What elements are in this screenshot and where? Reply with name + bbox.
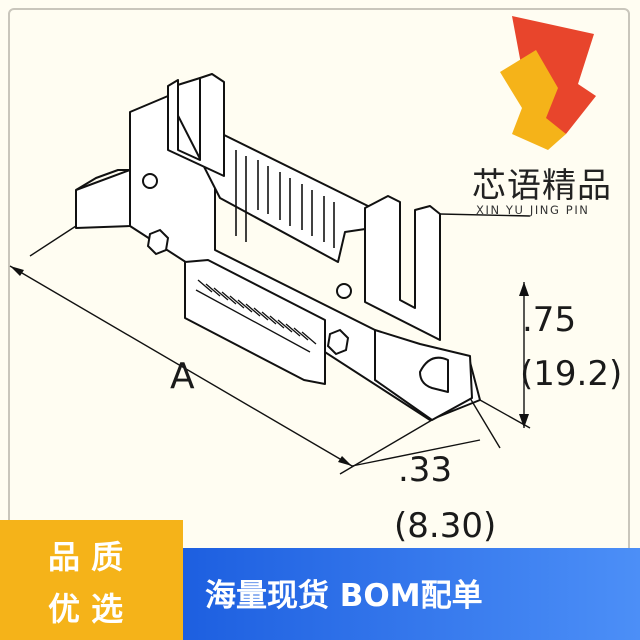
left-end-block <box>75 169 131 229</box>
hex-nut-left <box>146 228 170 256</box>
dim-depth-inch: .33 <box>398 450 453 490</box>
dim-depth-line <box>351 439 481 467</box>
promo-banner-text: 海量现货 BOM配单 <box>205 578 483 614</box>
brand-name-en: XIN YU JING PIN <box>476 203 590 217</box>
promo-banner: 海量现货 BOM配单 <box>183 548 640 640</box>
dim-depth-mm: (8.30) <box>394 506 497 546</box>
quality-line-2: 优 选 <box>48 590 124 628</box>
brand-name-cn: 芯语精品 <box>472 166 612 206</box>
mounting-slot <box>419 356 449 393</box>
left-latch-tower <box>167 73 225 177</box>
hole-left <box>142 173 158 189</box>
right-latch-tower <box>364 195 441 341</box>
hole-right <box>336 283 352 299</box>
hex-nut-right <box>326 328 350 356</box>
quality-badge: 品 质 优 选 <box>0 520 183 640</box>
contacts-front <box>195 279 317 353</box>
dim-length-label: A <box>170 356 195 397</box>
dim-a-line <box>9 265 353 467</box>
pin-row-top <box>235 150 335 248</box>
dim-height-inch: .75 <box>522 300 577 340</box>
quality-line-1: 品 质 <box>48 538 124 576</box>
brand-logo-mark <box>500 16 596 150</box>
dim-height-mm: (19.2) <box>520 354 623 394</box>
